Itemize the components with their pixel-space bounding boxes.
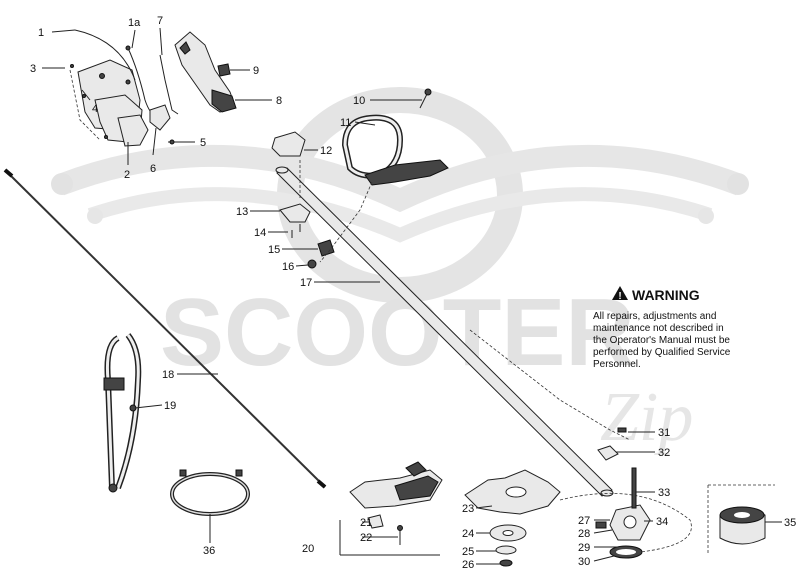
clip-part: [217, 63, 231, 77]
callout-29: 29: [578, 542, 590, 554]
watermark-brand: SCOOTER: [160, 279, 635, 386]
line-cutter-blade: [367, 514, 384, 529]
callout-2: 2: [124, 169, 130, 181]
shoulder-strap: [103, 333, 142, 493]
washer-small: [495, 545, 517, 555]
watermark-script: Zip: [600, 379, 693, 456]
leader-lines: [42, 27, 782, 565]
cutting-blade: [464, 469, 561, 515]
guard-assembly: [349, 461, 443, 509]
warning-line-1: All repairs, adjustments and: [593, 311, 716, 322]
flex-shaft: [4, 169, 326, 488]
callout-12: 12: [320, 145, 332, 157]
lockout-rod: [159, 54, 179, 115]
switch-clip: [317, 239, 335, 257]
handle-bracket: [271, 131, 306, 157]
trimmer-head: [719, 506, 766, 545]
retaining-ring: [170, 469, 250, 516]
throttle-cable: [74, 29, 136, 81]
warning-line-3: the Operator's Manual must be: [593, 335, 730, 346]
callout-labels: 1 1a 2 3 4 5 6 7 8 9 10 11 12 13 14 15 1…: [30, 15, 796, 569]
throttle-trigger: [149, 104, 171, 131]
gearhead-assembly: [595, 504, 651, 559]
callout-3: 3: [30, 63, 36, 75]
nut-part: [307, 259, 317, 269]
warning-notice: ! WARNING All repairs, adjustments and m…: [593, 286, 731, 370]
loop-handle: [341, 114, 449, 186]
screw-31: [617, 427, 627, 433]
callout-16: 16: [282, 261, 294, 273]
callout-32: 32: [658, 447, 670, 459]
callout-27: 27: [578, 515, 590, 527]
locking-pin: [631, 467, 637, 509]
callout-24: 24: [462, 528, 474, 540]
callout-17: 17: [300, 277, 312, 289]
callout-15: 15: [268, 244, 280, 256]
callout-11: 11: [340, 117, 351, 129]
callout-7: 7: [157, 15, 163, 27]
callout-10: 10: [353, 95, 365, 107]
callout-19: 19: [164, 400, 176, 412]
engine-cover-assembly: [69, 59, 149, 147]
drive-shaft-tube: [275, 166, 614, 497]
callout-13: 13: [236, 206, 248, 218]
callout-14: 14: [254, 227, 266, 239]
callout-26: 26: [462, 559, 474, 569]
callout-21: 21: [360, 517, 372, 529]
svg-text:!: !: [618, 291, 621, 302]
callout-18: 18: [162, 369, 174, 381]
callout-36: 36: [203, 545, 215, 557]
handle-housing: [174, 31, 237, 113]
callout-8: 8: [276, 95, 282, 107]
callout-33: 33: [658, 487, 670, 499]
callout-25: 25: [462, 546, 474, 558]
callout-22: 22: [360, 532, 372, 544]
callout-23: 23: [462, 503, 474, 515]
warning-line-5: Personnel.: [593, 359, 641, 370]
callout-4: 4: [92, 103, 98, 115]
callout-1: 1: [38, 27, 44, 39]
callout-20: 20: [302, 543, 314, 555]
callout-30: 30: [578, 556, 590, 568]
clamp-part: [279, 203, 311, 223]
callout-9: 9: [253, 65, 259, 77]
callout-1a: 1a: [128, 17, 141, 29]
warning-line-4: performed by Qualified Service: [593, 347, 731, 358]
clamp-32: [597, 445, 619, 461]
callout-35: 35: [784, 517, 796, 529]
callout-34: 34: [656, 516, 668, 528]
callout-5: 5: [200, 137, 206, 149]
callout-28: 28: [578, 528, 590, 540]
callout-6: 6: [150, 163, 156, 175]
blade-nut: [499, 559, 513, 567]
warning-line-2: maintenance not described in: [593, 323, 724, 334]
warning-title: WARNING: [632, 287, 700, 303]
callout-31: 31: [658, 427, 670, 439]
